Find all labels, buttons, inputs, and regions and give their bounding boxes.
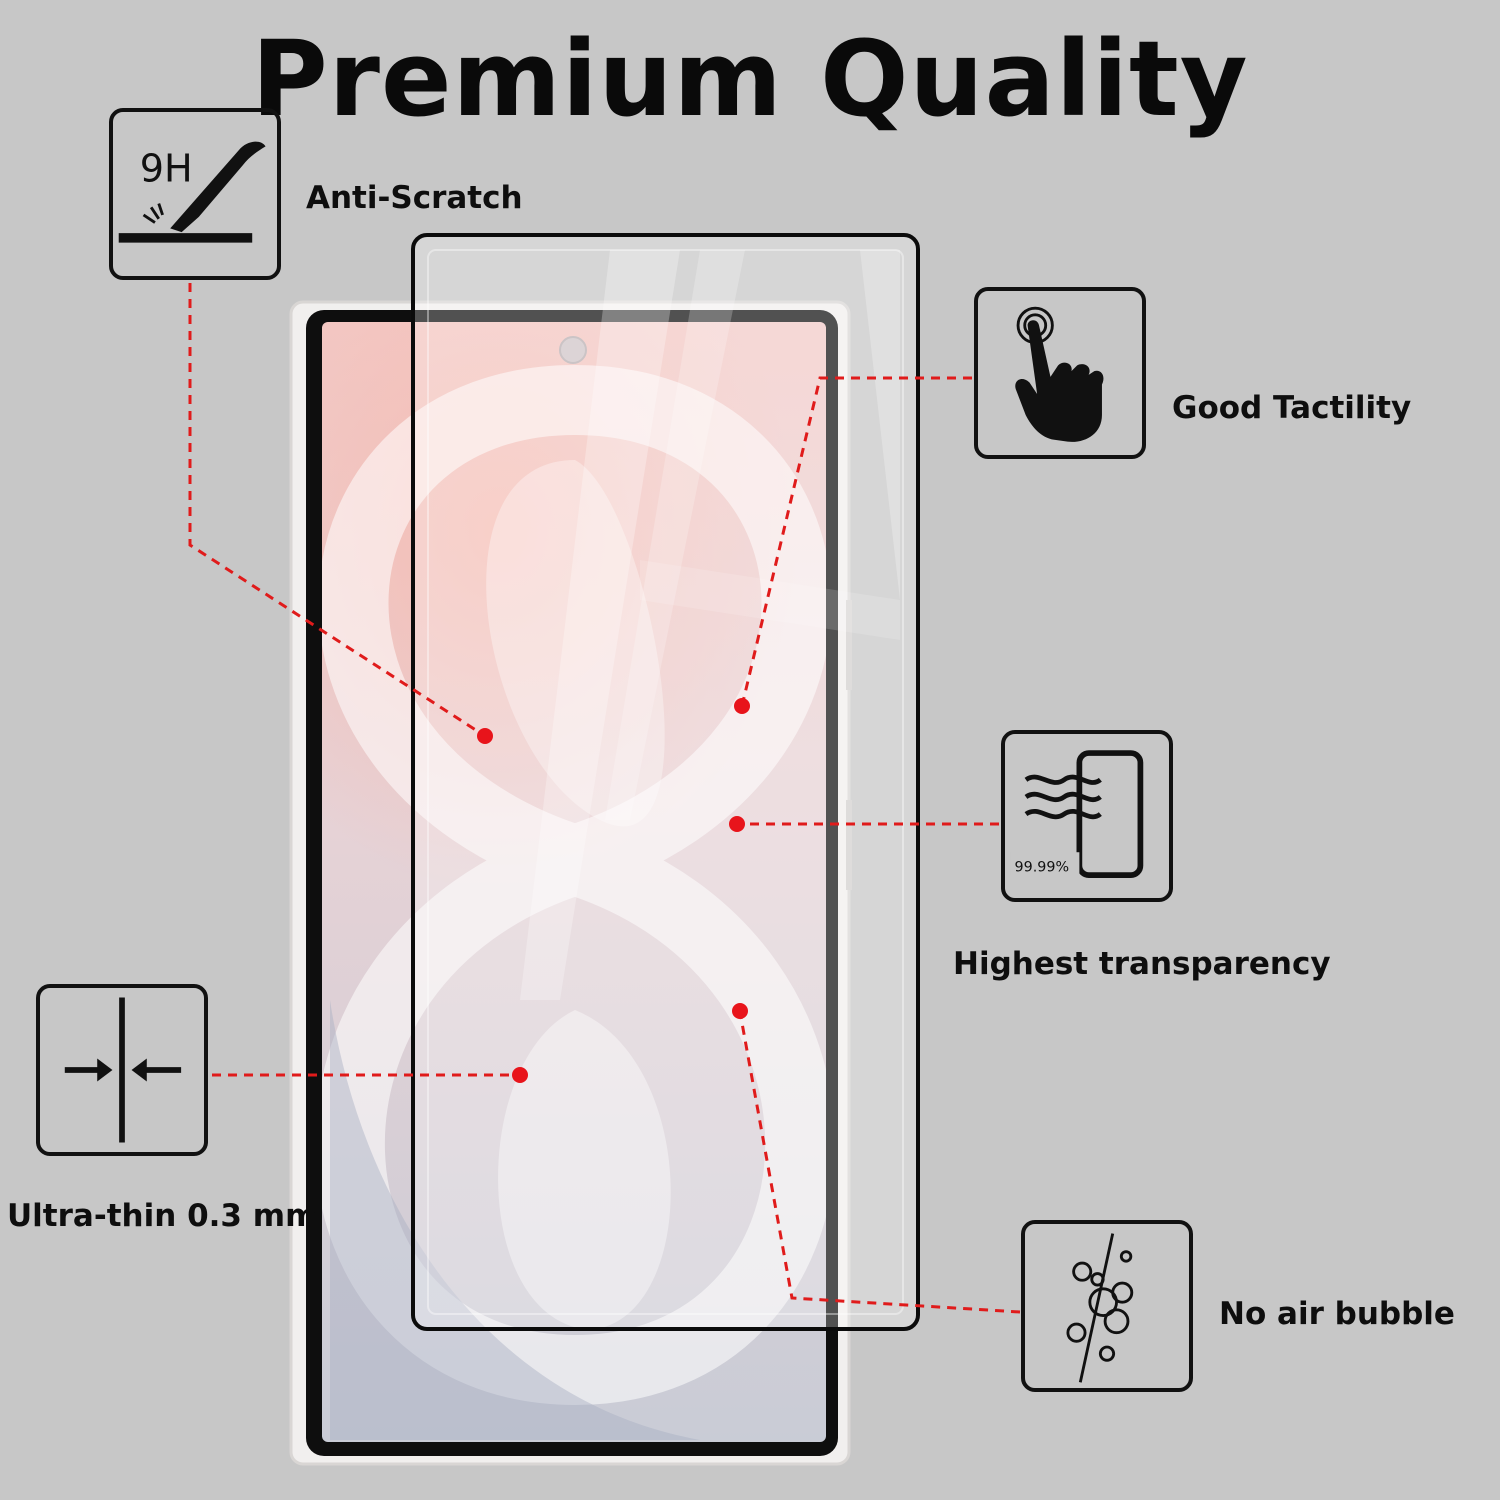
svg-text:9H: 9H [140,147,193,191]
connector-no-air-bubble [738,1011,1021,1314]
highest-transparency-box: 99.99% [1001,730,1173,902]
camera-hole [559,336,587,364]
touch-hand-icon [1015,306,1104,442]
anti-scratch-box: 9H [109,108,281,280]
knife-scratch-icon: 9H [118,141,266,243]
page-title: Premium Quality [251,18,1249,140]
screen-protector [411,233,920,1331]
highest-transparency-label: Highest transparency [953,946,1331,982]
no-air-bubble-label: No air bubble [1219,1296,1455,1332]
connector-lines [188,283,1021,1314]
connector-good-tactility [740,376,972,707]
no-air-bubble-box [1021,1220,1193,1392]
ultra-thin-label: Ultra-thin 0.3 mm [7,1198,318,1234]
ultra-thin-box [36,984,208,1156]
svg-text:99.99%: 99.99% [1015,859,1070,875]
anti-scratch-label: Anti-Scratch [306,180,523,216]
good-tactility-label: Good Tactility [1172,390,1412,426]
transparency-phone-icon: 99.99% [1010,750,1144,878]
thickness-arrows-icon [64,997,182,1143]
bubbles-icon [1066,1233,1134,1383]
good-tactility-box [974,287,1146,459]
connector-dots [477,698,750,1083]
connector-anti-scratch [188,283,486,738]
